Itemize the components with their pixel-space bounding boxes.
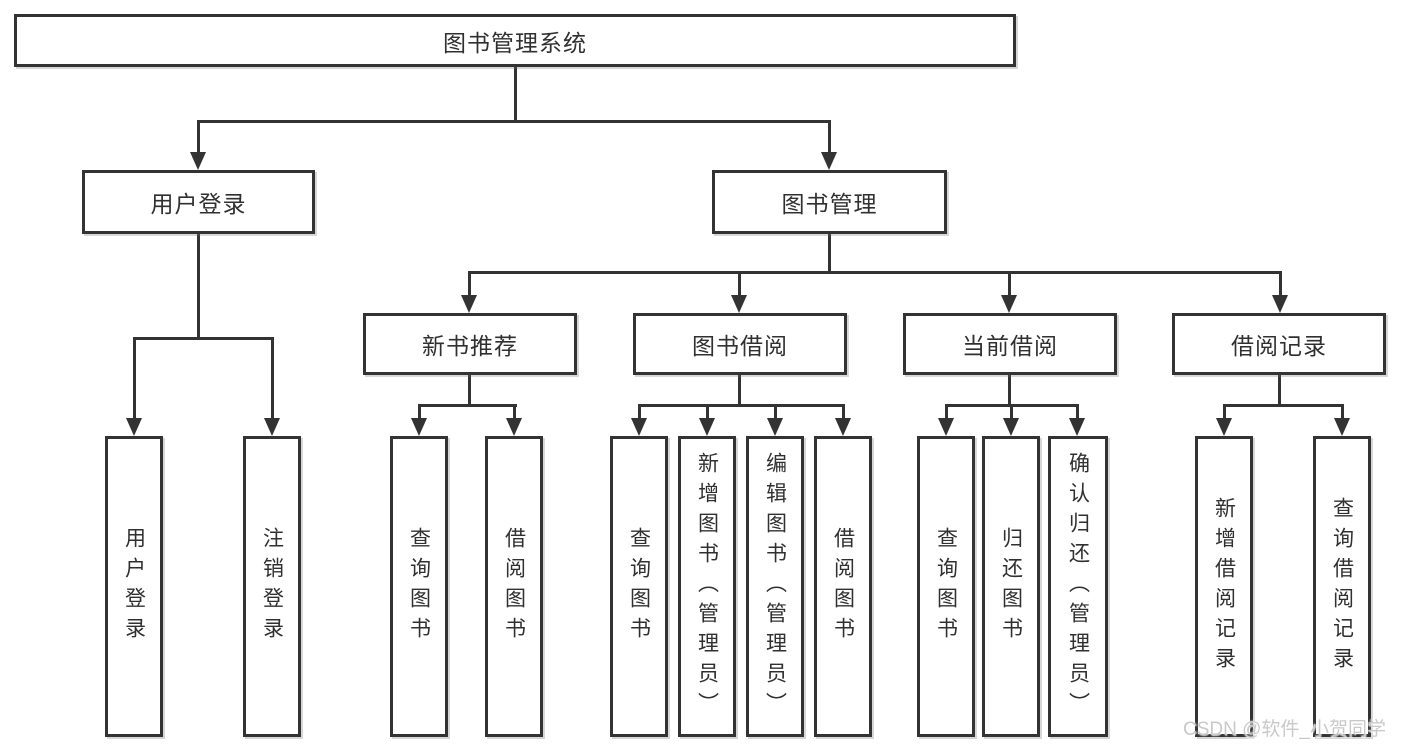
leaf-current-query-books: 查询图书 bbox=[917, 436, 975, 737]
edge-login-stem bbox=[197, 234, 200, 340]
edge-root-to-mgmt bbox=[828, 120, 831, 155]
edge-records-child2 bbox=[1341, 404, 1344, 420]
node-label: 查询借阅记录 bbox=[1330, 496, 1354, 677]
edge-login-split bbox=[133, 337, 274, 340]
arrowhead-icon bbox=[1003, 418, 1019, 436]
edge-current-child1 bbox=[945, 404, 948, 420]
edge-root-stem bbox=[514, 65, 517, 121]
leaf-borrow-query-books: 查询图书 bbox=[610, 436, 668, 737]
csdn-watermark: CSDN @软件_小贺同学 bbox=[1183, 719, 1386, 740]
edge-mgmt-to-records bbox=[1279, 271, 1282, 298]
edge-newbook-stem bbox=[468, 375, 471, 407]
node-label: 归还图书 bbox=[999, 526, 1023, 647]
edge-borrow-child3 bbox=[774, 404, 777, 420]
node-user-login: 用户登录 bbox=[82, 170, 315, 234]
node-label: 查询图书 bbox=[627, 526, 651, 647]
edge-current-child2 bbox=[1010, 404, 1013, 420]
arrowhead-icon bbox=[821, 152, 837, 170]
edge-borrow-child1 bbox=[638, 404, 641, 420]
edge-newbook-child2 bbox=[513, 404, 516, 420]
leaf-newbook-borrow-books: 借阅图书 bbox=[485, 436, 543, 737]
node-label: 图书管理 bbox=[781, 191, 878, 217]
leaf-borrow-edit-books-admin: 编辑图书（管理员） bbox=[746, 436, 804, 737]
leaf-newbook-query-books: 查询图书 bbox=[390, 436, 448, 737]
node-book-borrowing: 图书借阅 bbox=[633, 313, 847, 375]
node-label: 编辑图书（管理员） bbox=[763, 451, 787, 722]
edge-borrow-stem bbox=[738, 375, 741, 407]
node-library-management-system: 图书管理系统 bbox=[14, 14, 1016, 67]
arrowhead-icon bbox=[631, 418, 647, 436]
node-borrowing-records: 借阅记录 bbox=[1172, 313, 1386, 375]
arrowhead-icon bbox=[1069, 418, 1085, 436]
edge-newbook-child1 bbox=[418, 404, 421, 420]
arrowhead-icon bbox=[731, 295, 747, 313]
leaf-user-login: 用户登录 bbox=[105, 436, 163, 737]
arrowhead-icon bbox=[461, 295, 477, 313]
edge-current-stem bbox=[1008, 375, 1011, 407]
node-label: 查询图书 bbox=[934, 526, 958, 647]
arrowhead-icon bbox=[506, 418, 522, 436]
edge-mgmt-to-current bbox=[1008, 271, 1011, 298]
node-label: 注销登录 bbox=[260, 526, 284, 647]
node-label: 当前借阅 bbox=[962, 333, 1058, 359]
edge-mgmt-to-newbook bbox=[468, 271, 471, 298]
leaf-current-return-books: 归还图书 bbox=[982, 436, 1040, 737]
arrowhead-icon bbox=[938, 418, 954, 436]
arrowhead-icon bbox=[126, 418, 142, 436]
node-label: 图书管理系统 bbox=[443, 29, 587, 56]
edge-borrow-split bbox=[638, 404, 845, 407]
edge-mgmt-split bbox=[468, 271, 1282, 274]
node-book-management: 图书管理 bbox=[712, 170, 947, 234]
node-label: 确认归还（管理员） bbox=[1066, 451, 1090, 722]
arrowhead-icon bbox=[411, 418, 427, 436]
node-label: 查询图书 bbox=[407, 526, 431, 647]
arrowhead-icon bbox=[1216, 418, 1232, 436]
leaf-borrow-add-books-admin: 新增图书（管理员） bbox=[678, 436, 736, 737]
leaf-logout: 注销登录 bbox=[243, 436, 301, 737]
arrowhead-icon bbox=[1334, 418, 1350, 436]
node-label: 借阅记录 bbox=[1231, 333, 1327, 359]
arrowhead-icon bbox=[699, 418, 715, 436]
edge-login-child1 bbox=[133, 337, 136, 420]
edge-borrow-child2 bbox=[706, 404, 709, 420]
node-label: 新增图书（管理员） bbox=[695, 451, 719, 722]
edge-newbook-split bbox=[418, 404, 517, 407]
arrowhead-icon bbox=[190, 152, 206, 170]
arrowhead-icon bbox=[767, 418, 783, 436]
node-label: 用户登录 bbox=[122, 526, 146, 647]
arrowhead-icon bbox=[835, 418, 851, 436]
node-label: 图书借阅 bbox=[692, 333, 788, 359]
edge-root-to-login bbox=[197, 120, 200, 155]
edge-root-split bbox=[197, 120, 831, 123]
node-label: 借阅图书 bbox=[831, 526, 855, 647]
node-current-borrowing: 当前借阅 bbox=[903, 313, 1117, 375]
leaf-borrow-borrow-books: 借阅图书 bbox=[814, 436, 872, 737]
node-label: 用户登录 bbox=[150, 191, 247, 217]
node-new-book-recommend: 新书推荐 bbox=[363, 313, 577, 375]
leaf-records-add-record: 新增借阅记录 bbox=[1195, 436, 1253, 737]
leaf-current-confirm-return-admin: 确认归还（管理员） bbox=[1048, 436, 1108, 737]
node-label: 借阅图书 bbox=[502, 526, 526, 647]
leaf-records-query-record: 查询借阅记录 bbox=[1313, 436, 1371, 737]
edge-records-child1 bbox=[1223, 404, 1226, 420]
edge-current-child3 bbox=[1076, 404, 1079, 420]
arrowhead-icon bbox=[1001, 295, 1017, 313]
edge-login-child2 bbox=[271, 337, 274, 420]
node-label: 新增借阅记录 bbox=[1212, 496, 1236, 677]
node-label: 新书推荐 bbox=[422, 333, 518, 359]
arrowhead-icon bbox=[264, 418, 280, 436]
arrowhead-icon bbox=[1272, 295, 1288, 313]
edge-records-split bbox=[1223, 404, 1343, 407]
edge-mgmt-to-borrow bbox=[738, 271, 741, 298]
edge-borrow-child4 bbox=[842, 404, 845, 420]
edge-mgmt-stem bbox=[828, 234, 831, 274]
edge-records-stem bbox=[1278, 375, 1281, 407]
